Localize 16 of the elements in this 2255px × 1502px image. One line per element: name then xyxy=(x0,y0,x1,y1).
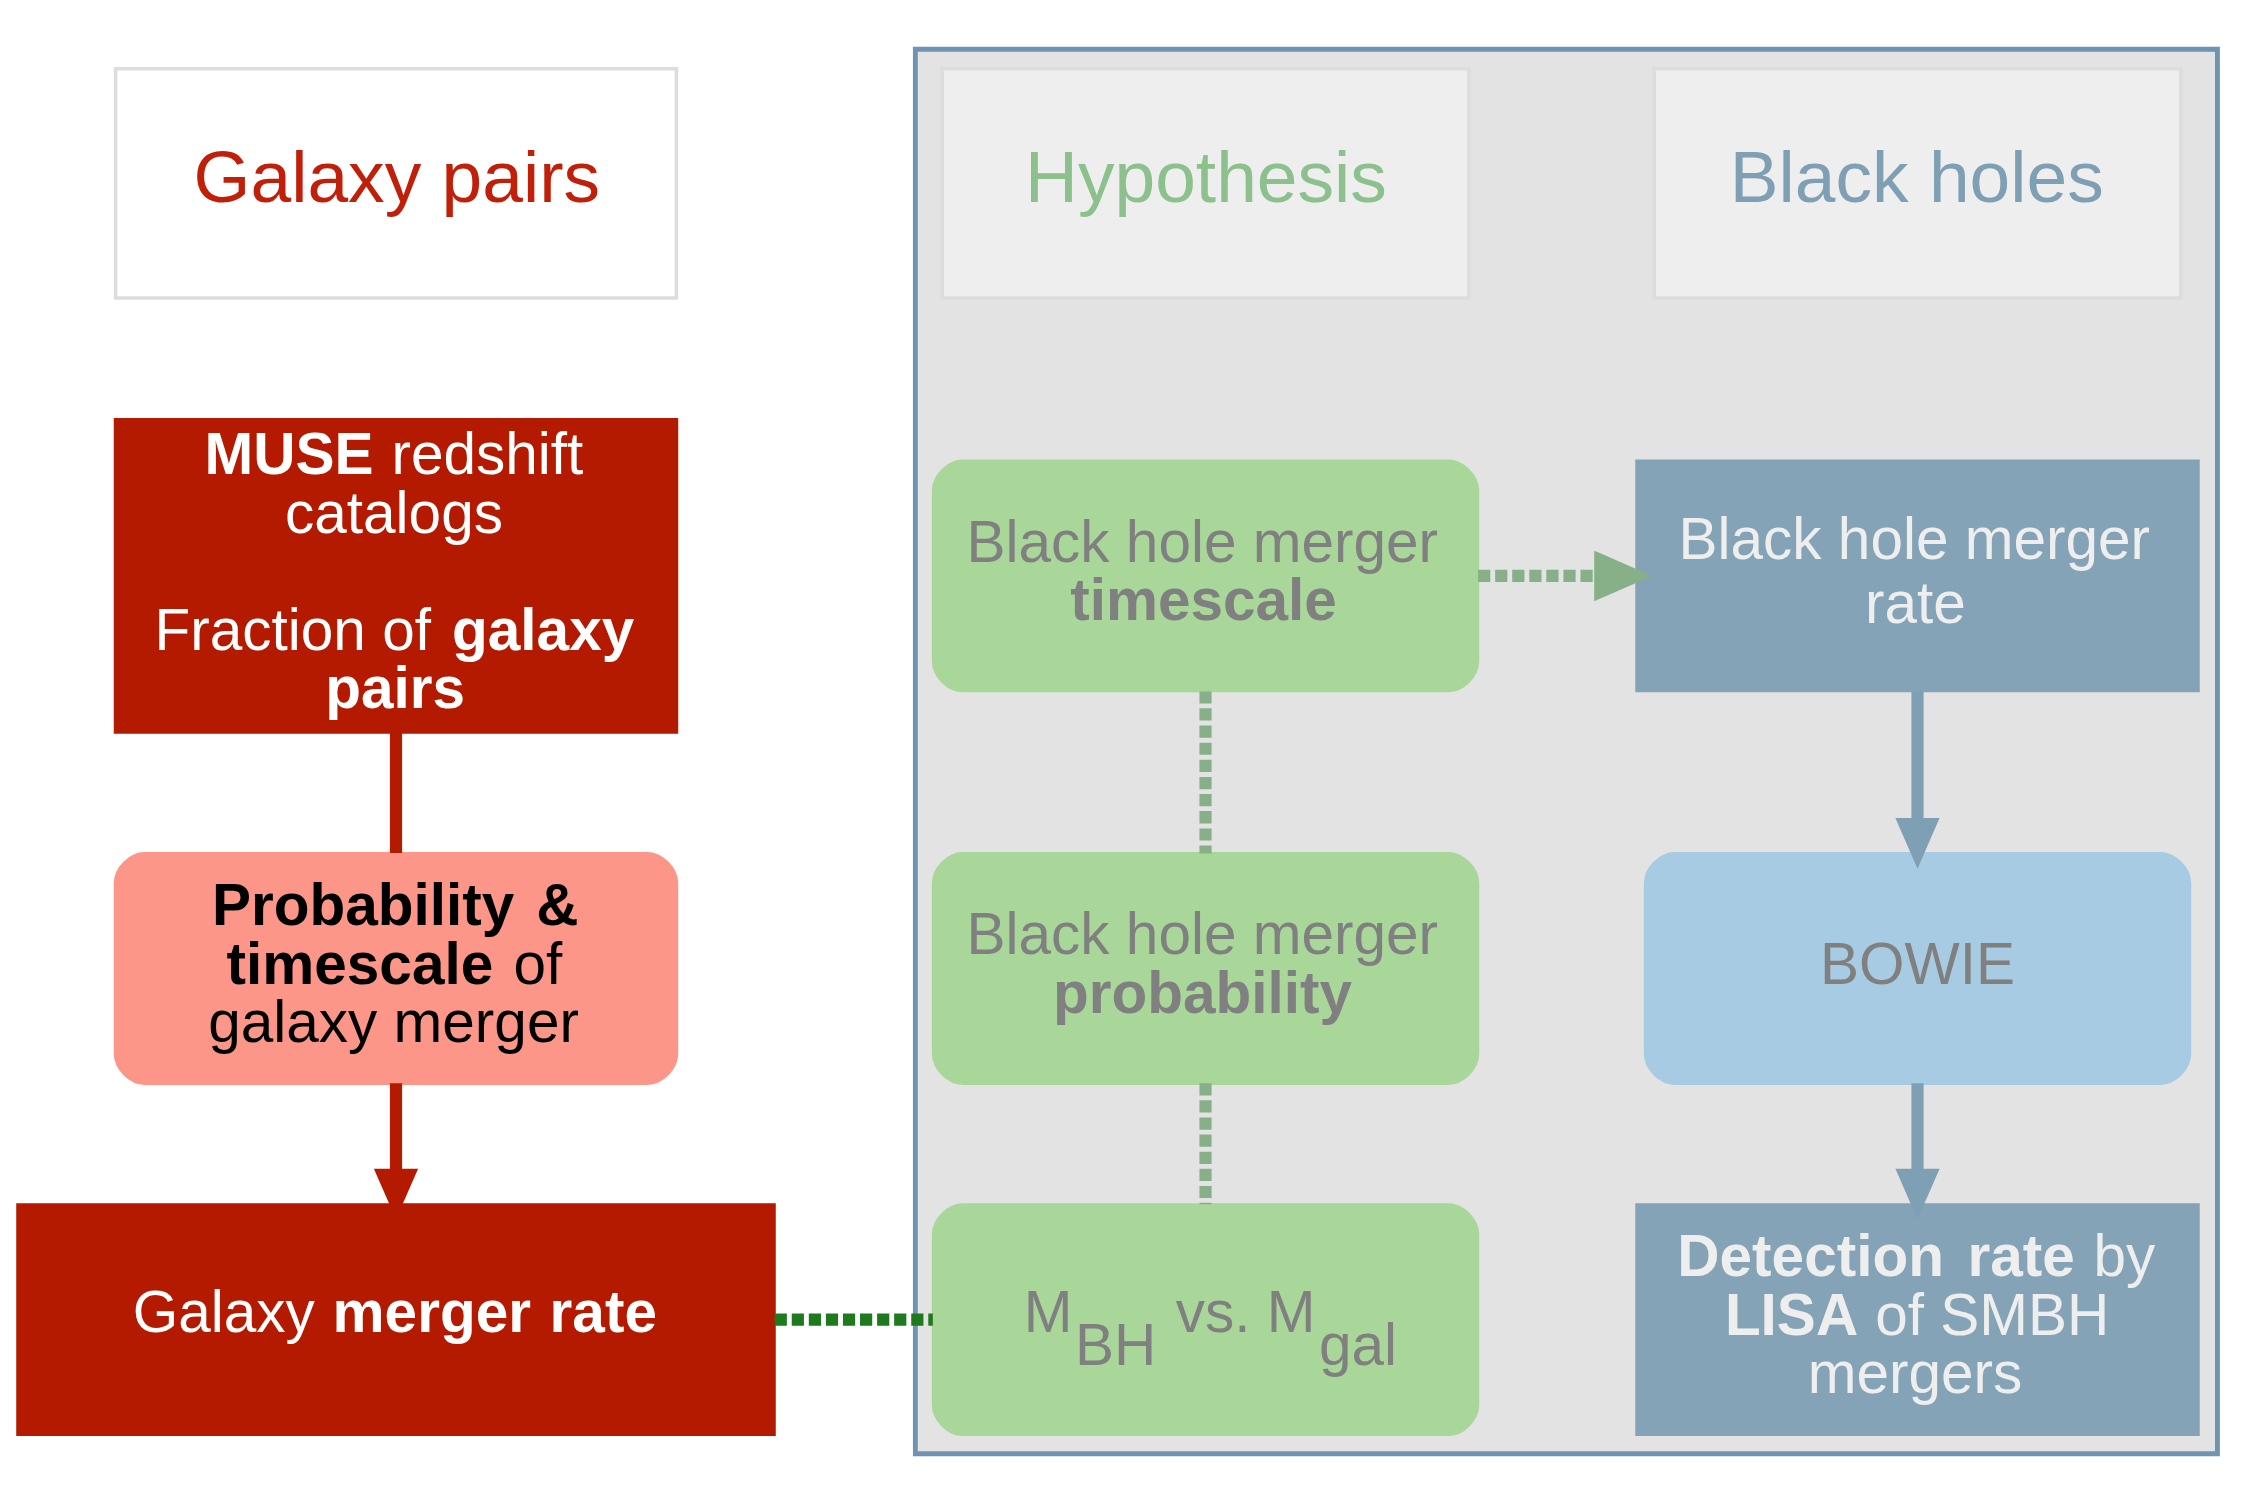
node-box: Black hole merger probability xyxy=(931,851,1480,1085)
node-box: Black hole merger timescale xyxy=(931,459,1480,692)
connector xyxy=(1199,691,1212,853)
arrow xyxy=(1895,691,1940,869)
node-box: Galaxy pairs xyxy=(113,66,679,300)
node-box: Probability & timescale of galaxy merger xyxy=(113,851,679,1085)
arrow xyxy=(1478,550,1653,601)
node-box: Galaxy merger rate xyxy=(16,1202,776,1436)
cluster xyxy=(912,46,2220,1456)
node-box: MUSE redshift catalogs Fraction of galaxy pairs xyxy=(113,417,679,734)
connector xyxy=(1199,1082,1212,1204)
node-box: BOWIE xyxy=(1643,851,2192,1085)
node-box: Black hole merger rate xyxy=(1635,459,2200,692)
node-box: Detection rate by LISA of SMBH mergers xyxy=(1635,1202,2200,1436)
connector xyxy=(389,732,403,853)
connector xyxy=(774,1313,933,1326)
